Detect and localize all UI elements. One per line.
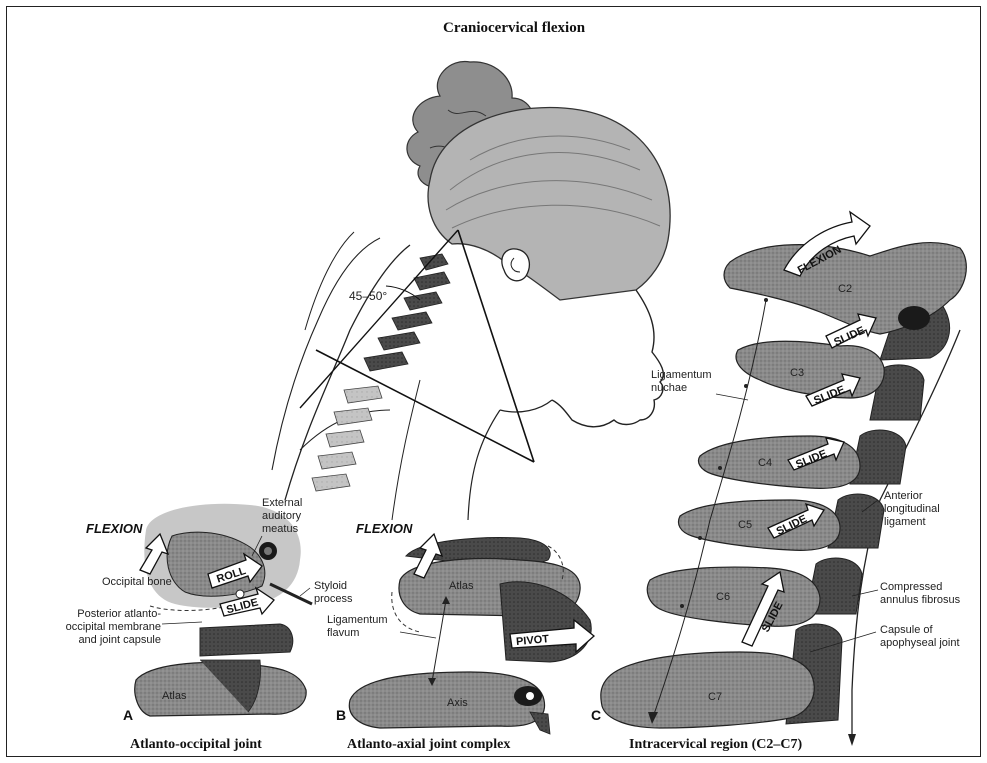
label-external-auditory-meatus: External auditory meatus xyxy=(262,497,302,536)
label-axis: Axis xyxy=(447,697,468,710)
label-atlas-b: Atlas xyxy=(449,580,473,593)
vertebra-label-c3: C3 xyxy=(790,367,804,379)
angle-label: 45–50° xyxy=(349,290,387,303)
figure-title: Craniocervical flexion xyxy=(443,20,585,37)
panel-c-letter: C xyxy=(591,707,601,723)
vertebra-label-c7: C7 xyxy=(708,691,722,703)
panel-b-letter: B xyxy=(336,707,346,723)
label-occipital-bone: Occipital bone xyxy=(102,576,172,589)
panel-a-caption: Atlanto-occipital joint xyxy=(130,737,262,753)
label-posterior-membrane: Posterior atlanto- occipital membrane an… xyxy=(19,608,161,647)
panel-a-flexion-label: FLEXION xyxy=(86,521,142,536)
label-capsule: Capsule of apophyseal joint xyxy=(880,624,960,650)
cervical-spine xyxy=(364,254,450,371)
ear xyxy=(502,249,530,281)
thoracic-spine xyxy=(312,386,382,491)
head-figure xyxy=(272,61,670,520)
label-ligamentum-nuchae: Ligamentum nuchae xyxy=(651,369,712,395)
vertebra-label-c2: C2 xyxy=(838,283,852,295)
panel-b-flexion-label: FLEXION xyxy=(356,521,412,536)
vertebra-label-c4: C4 xyxy=(758,457,772,469)
label-compressed-annulus: Compressed annulus fibrosus xyxy=(880,581,960,607)
vertebra-label-c6: C6 xyxy=(716,591,730,603)
vertebra-label-c5: C5 xyxy=(738,519,752,531)
angle-line-oblique xyxy=(300,230,458,408)
panel-c-illustration xyxy=(601,212,967,746)
label-atlas-a: Atlas xyxy=(162,690,186,703)
label-styloid-process: Styloid process xyxy=(314,580,353,606)
panel-c-caption: Intracervical region (C2–C7) xyxy=(629,737,802,753)
label-ligamentum-flavum: Ligamentum flavum xyxy=(327,614,388,640)
panel-a-letter: A xyxy=(123,707,133,723)
face-profile xyxy=(552,290,663,427)
panel-b-caption: Atlanto-axial joint complex xyxy=(347,737,510,753)
angle-line-horizontal xyxy=(316,350,534,462)
label-anterior-ligament: Anterior longitudinal ligament xyxy=(884,490,940,529)
